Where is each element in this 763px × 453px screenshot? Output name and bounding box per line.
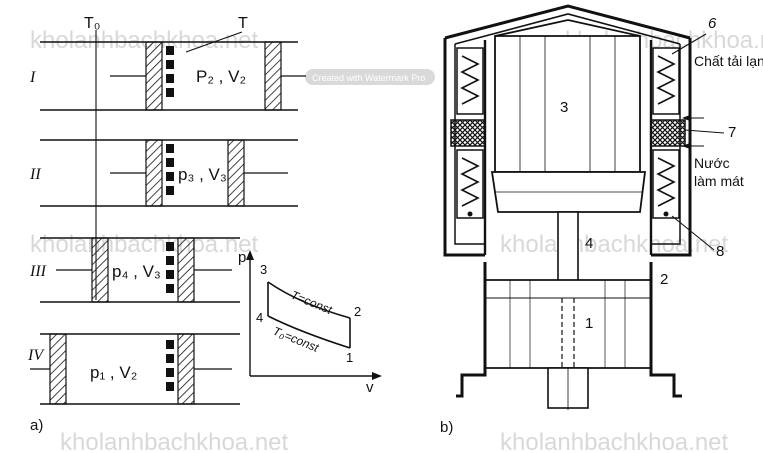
svg-text:kholanhbachkhoa.net: kholanhbachkhoa.net (500, 429, 729, 453)
point-label: 3 (260, 262, 267, 277)
caption-a: a) (30, 417, 43, 434)
svg-text:kholanhbachkhoa.net: kholanhbachkhoa.net (30, 231, 259, 258)
stage-roman: I (29, 69, 36, 86)
label-refrigerant: Chất tải lạnh (694, 53, 763, 69)
svg-text:Created with Watermark Pro: Created with Watermark Pro (312, 73, 425, 83)
point-label: 2 (354, 304, 361, 319)
temp-label-hot: T (238, 15, 248, 32)
displacer-piston (145, 41, 163, 111)
stage-roman: III (29, 263, 47, 280)
power-piston (264, 41, 282, 111)
stage-roman: II (29, 166, 41, 183)
stage-1: I P₂ , V₂ (29, 41, 306, 111)
regenerator (166, 46, 174, 97)
stage-roman: IV (27, 347, 45, 364)
stage-2: II p₃ , V₃ (29, 139, 298, 207)
pv-diagram: p v T=const T₀=const 1 2 3 4 (238, 249, 382, 396)
svg-text:kholanhbachkhoa.net: kholanhbachkhoa.net (60, 429, 289, 453)
axis-v: v (366, 379, 374, 396)
point-label: 4 (256, 310, 263, 325)
stage-state: P₂ , V₂ (196, 67, 246, 86)
point-label: 1 (346, 350, 353, 365)
stage-state: p₄ , V₃ (112, 262, 161, 281)
part-number: 3 (560, 99, 568, 116)
isotherm-hot (267, 281, 351, 319)
label-upper-curve: T=const (289, 288, 335, 317)
isotherm-cold (267, 315, 351, 349)
part-number: 1 (585, 315, 593, 332)
axis-p: p (238, 249, 246, 266)
caption-b: b) (440, 419, 453, 436)
temp-label-cold: T₀ (84, 15, 100, 32)
part-number: 2 (660, 271, 668, 288)
stage-4: IV p₁ , V₂ (27, 333, 240, 405)
part-number: 6 (708, 15, 717, 32)
part-number: 7 (728, 124, 736, 141)
svg-text:kholanhbachkhoa.net: kholanhbachkhoa.net (500, 231, 729, 258)
part-number: 8 (716, 243, 724, 260)
part-number: 4 (585, 235, 593, 252)
svg-text:kholanhbachkhoa.net: kholanhbachkhoa.net (30, 27, 259, 54)
stage-3: III p₄ , V₃ (29, 237, 240, 303)
stage-state: p₃ , V₃ (178, 165, 227, 184)
stage-state: p₁ , V₂ (90, 363, 137, 382)
